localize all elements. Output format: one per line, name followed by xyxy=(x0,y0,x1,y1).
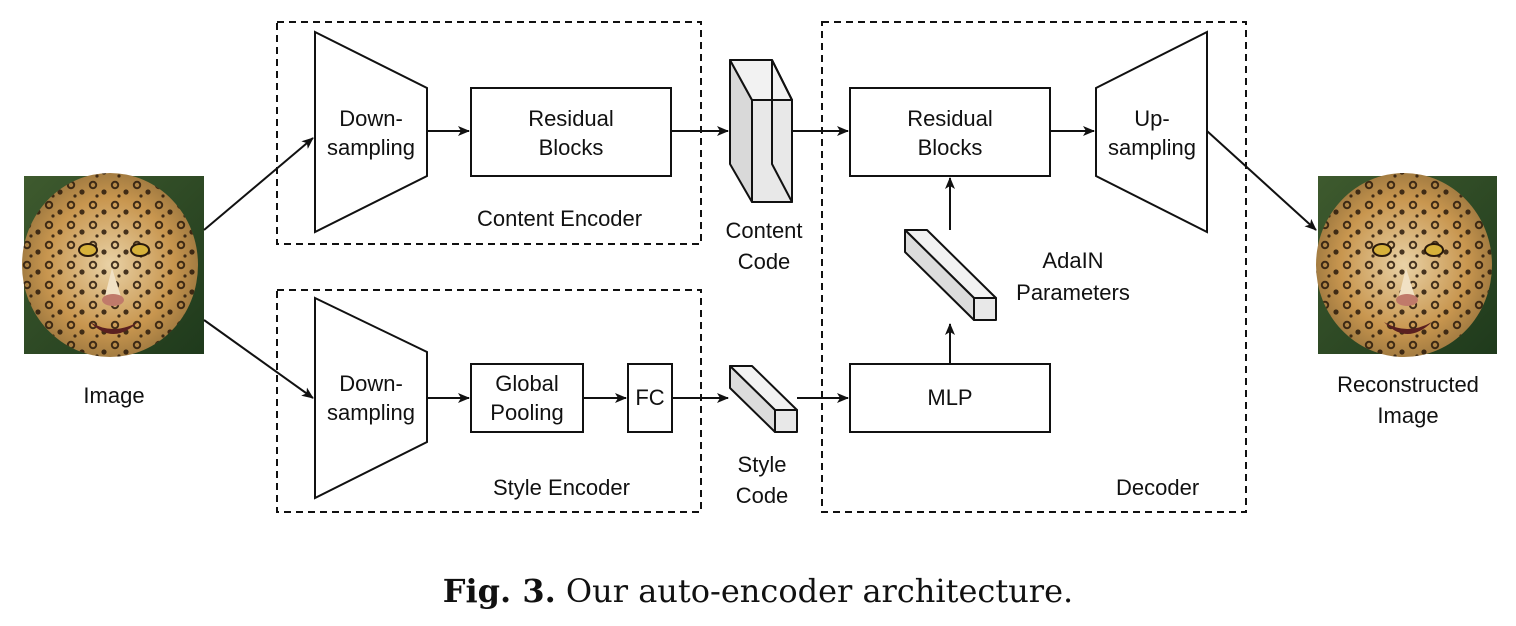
decoder-residual-block xyxy=(849,87,1051,177)
decoder-title: Decoder xyxy=(1116,475,1199,500)
content-downsampling-label-1: Down- xyxy=(339,106,403,131)
output-image-label-1: Reconstructed xyxy=(1337,372,1479,397)
mlp-label: MLP xyxy=(927,385,972,410)
input-image-label: Image xyxy=(83,383,144,408)
upsampling-label-2: sampling xyxy=(1108,135,1196,160)
content-residual-label-2: Blocks xyxy=(539,135,604,160)
content-code-block xyxy=(729,59,793,203)
figure-caption: Fig. 3. Our auto-encoder architecture. xyxy=(0,572,1516,610)
content-encoder-title: Content Encoder xyxy=(477,206,642,231)
style-encoder-group xyxy=(276,289,702,513)
mlp-block xyxy=(849,363,1051,433)
adain-label-1: AdaIN xyxy=(1042,248,1103,273)
architecture-diagram: Image Reconstructed Image Content Encode… xyxy=(22,21,1497,513)
content-downsampling-block xyxy=(314,30,428,234)
content-downsampling-label-2: sampling xyxy=(327,135,415,160)
arrow-upsampling-to-output xyxy=(1206,130,1317,231)
global-pooling-label-1: Global xyxy=(495,371,559,396)
upsampling-block xyxy=(1095,30,1208,234)
content-code-label-1: Content xyxy=(725,218,802,243)
caption-text: Our auto-encoder architecture. xyxy=(565,572,1074,610)
decoder-residual-label-2: Blocks xyxy=(918,135,983,160)
adain-parameters-block xyxy=(904,229,997,321)
style-downsampling-label-2: sampling xyxy=(327,400,415,425)
content-residual-label-1: Residual xyxy=(528,106,614,131)
style-code-label-2: Code xyxy=(736,483,789,508)
style-code-label-1: Style xyxy=(738,452,787,477)
content-code-label-2: Code xyxy=(738,249,791,274)
style-encoder-title: Style Encoder xyxy=(493,475,630,500)
input-image xyxy=(22,173,204,357)
fc-label: FC xyxy=(635,385,664,410)
arrow-image-to-style-downsampling xyxy=(203,319,314,399)
global-pooling-label-2: Pooling xyxy=(490,400,563,425)
content-encoder-group xyxy=(276,21,702,245)
content-residual-block xyxy=(470,87,672,177)
style-downsampling-block xyxy=(314,296,428,500)
output-image xyxy=(1316,173,1497,357)
style-code-block xyxy=(729,365,798,433)
adain-label-2: Parameters xyxy=(1016,280,1130,305)
upsampling-label-1: Up- xyxy=(1134,106,1169,131)
style-downsampling-label-1: Down- xyxy=(339,371,403,396)
caption-prefix: Fig. 3. xyxy=(442,572,556,610)
output-image-label-2: Image xyxy=(1377,403,1438,428)
arrow-image-to-content-downsampling xyxy=(203,137,314,231)
decoder-residual-label-1: Residual xyxy=(907,106,993,131)
fc-block xyxy=(627,363,673,433)
